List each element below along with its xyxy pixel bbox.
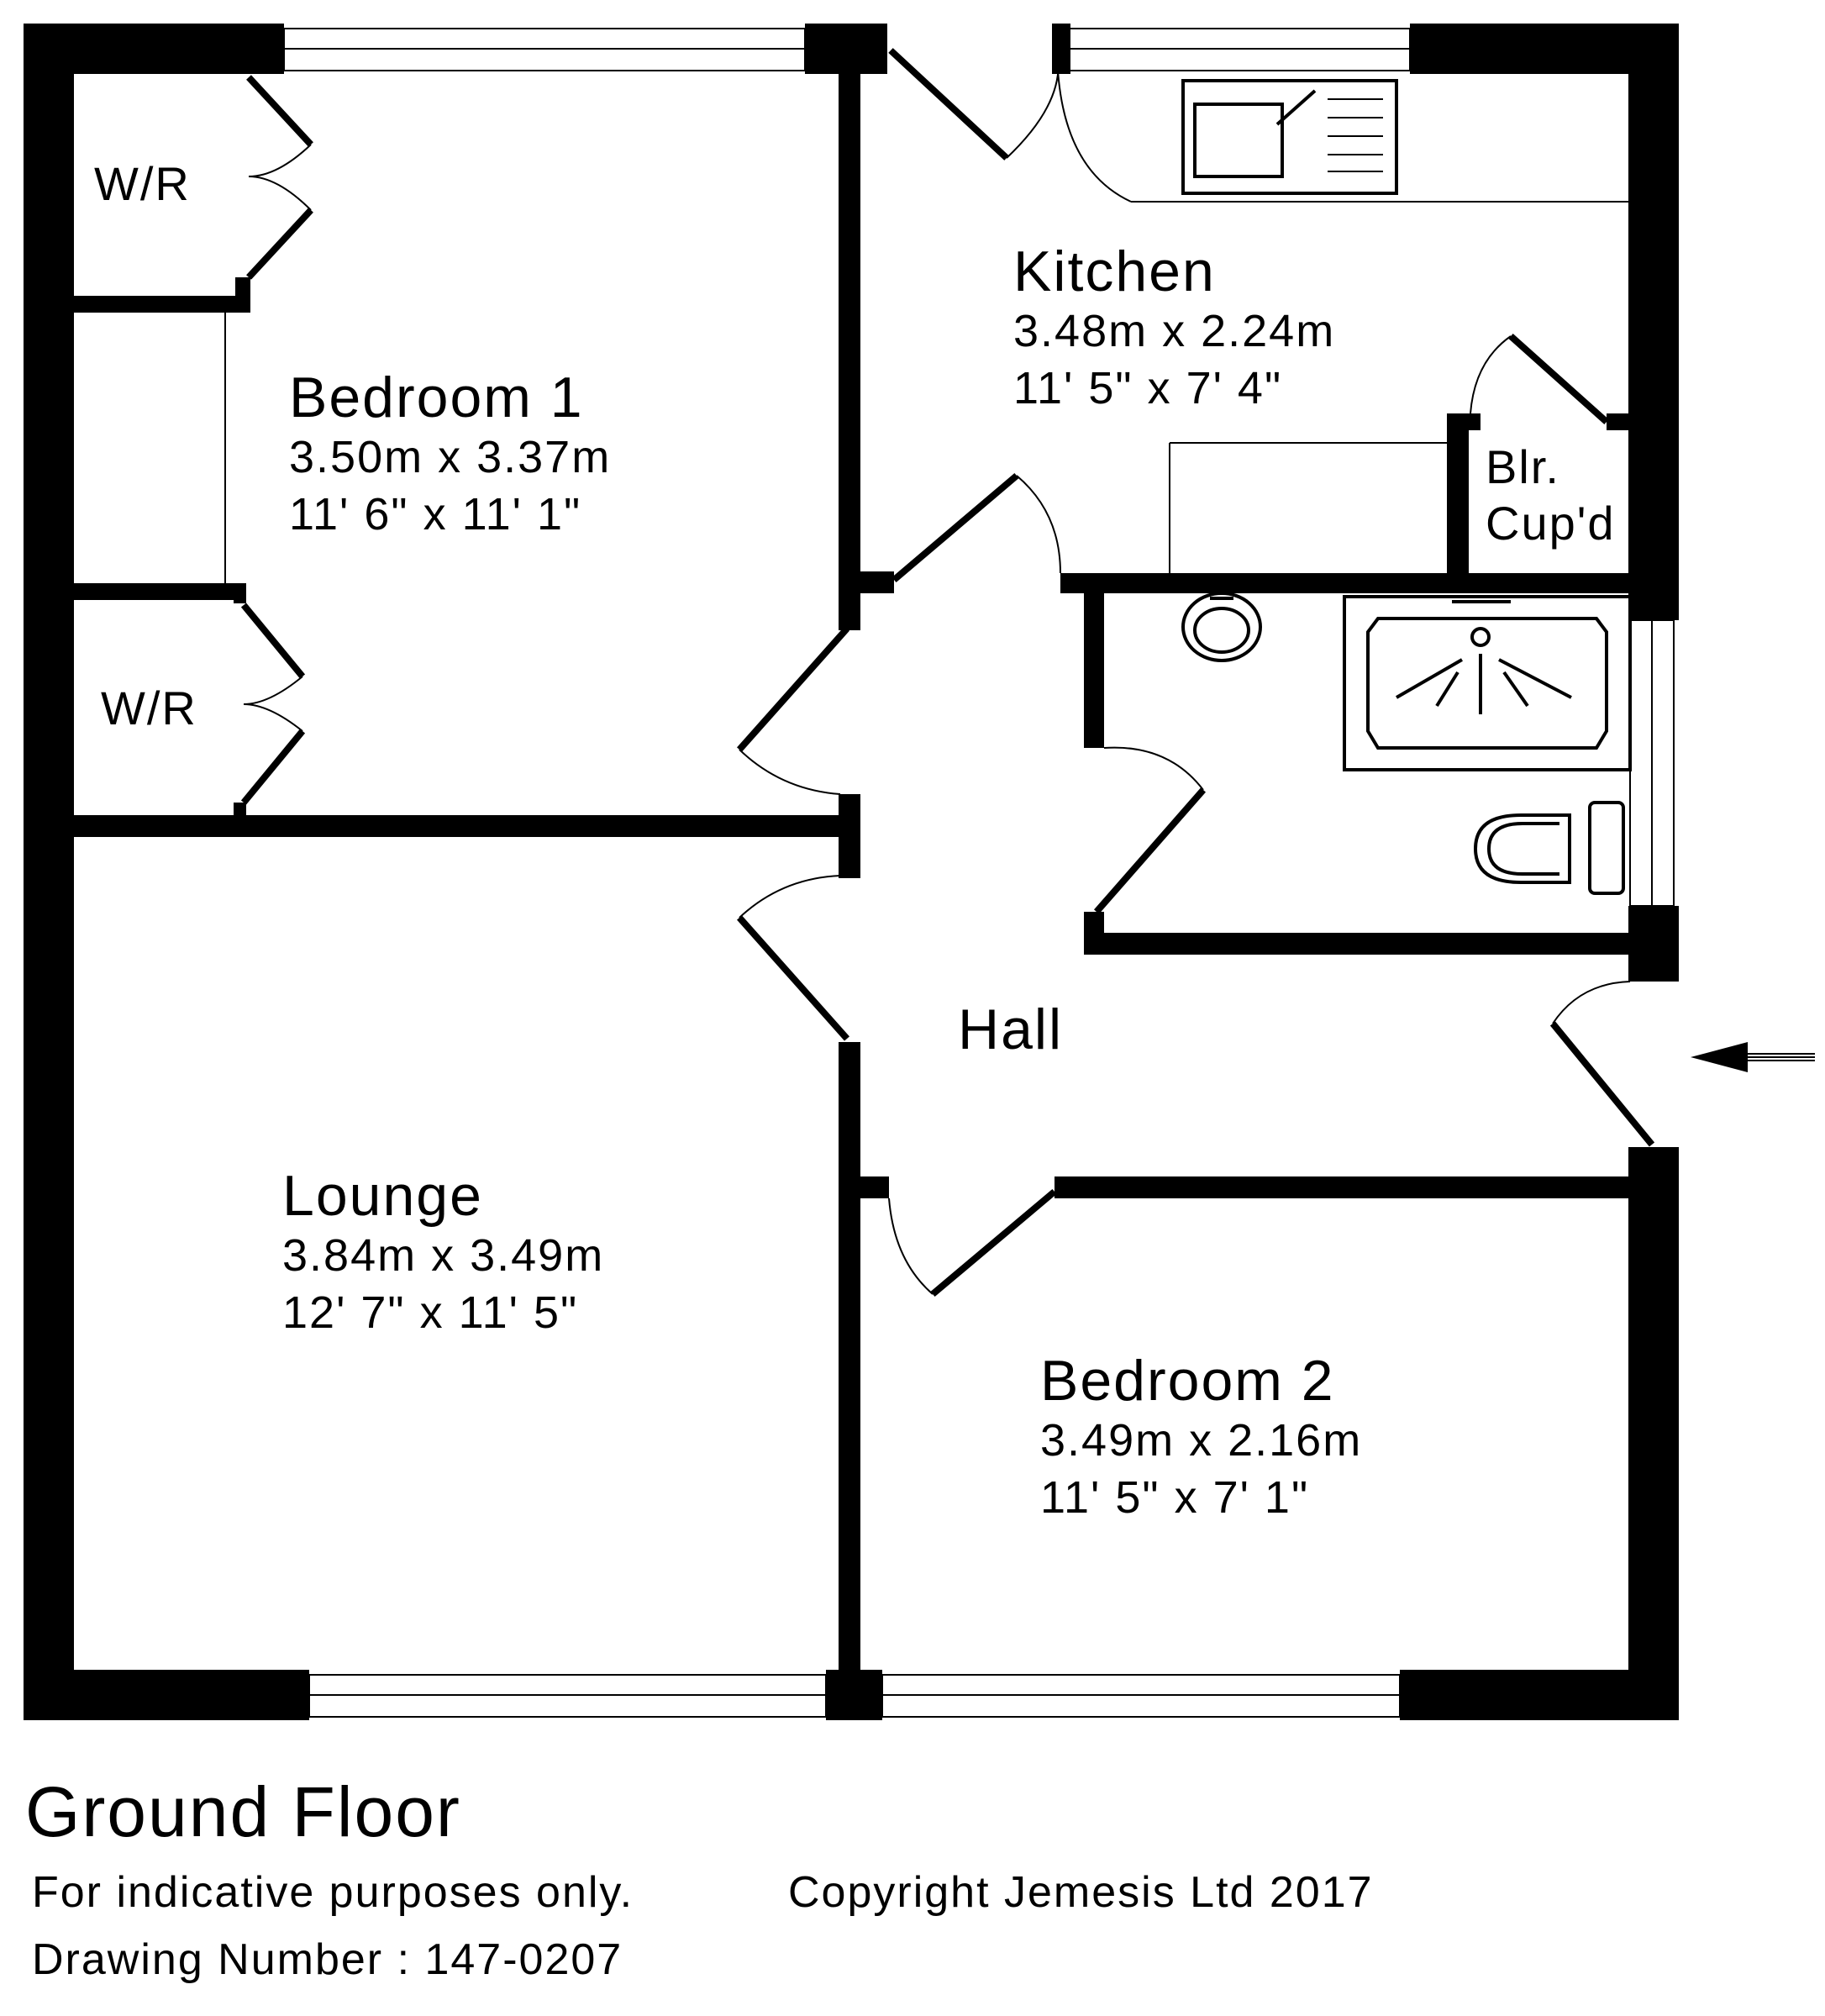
shower-fixture [1343, 595, 1632, 771]
toilet-fixture [1473, 801, 1625, 895]
entrance-arrow [1691, 1042, 1815, 1072]
boiler-cupboard-label-1: Blr. [1486, 440, 1560, 493]
wardrobe-upper-label: W/R [94, 157, 191, 210]
room-imperial-bedroom2: 11' 5" x 7' 1" [1040, 1472, 1309, 1523]
room-name-kitchen: Kitchen [1013, 239, 1216, 303]
room-metric-bedroom2: 3.49m x 2.16m [1040, 1415, 1362, 1466]
room-metric-lounge: 3.84m x 3.49m [282, 1230, 604, 1281]
drawing-number: Drawing Number : 147-0207 [32, 1935, 623, 1984]
room-metric-bedroom1: 3.50m x 3.37m [289, 432, 611, 482]
room-imperial-lounge: 12' 7" x 11' 5" [282, 1287, 578, 1338]
windows [283, 28, 1675, 1718]
exterior-walls [24, 24, 1679, 1720]
copyright-text: Copyright Jemesis Ltd 2017 [788, 1868, 1374, 1917]
boiler-cupboard-label-2: Cup'd [1486, 497, 1616, 550]
disclaimer-text: For indicative purposes only. [32, 1868, 634, 1917]
doors [240, 48, 1655, 1298]
room-imperial-kitchen: 11' 5" x 7' 4" [1013, 363, 1282, 413]
room-metric-kitchen: 3.48m x 2.24m [1013, 306, 1335, 356]
room-imperial-bedroom1: 11' 6" x 11' 1" [289, 489, 581, 540]
room-name-bedroom1: Bedroom 1 [289, 366, 584, 429]
basin-fixture [1181, 592, 1262, 662]
room-name-bedroom2: Bedroom 2 [1040, 1349, 1335, 1413]
room-name-hall: Hall [958, 997, 1063, 1061]
room-name-lounge: Lounge [282, 1164, 483, 1228]
sink-fixture [1181, 79, 1398, 195]
outlines [224, 201, 1628, 583]
interior-walls [74, 24, 1634, 1681]
wardrobe-lower-label: W/R [101, 682, 197, 734]
floor-title: Ground Floor [25, 1772, 461, 1851]
